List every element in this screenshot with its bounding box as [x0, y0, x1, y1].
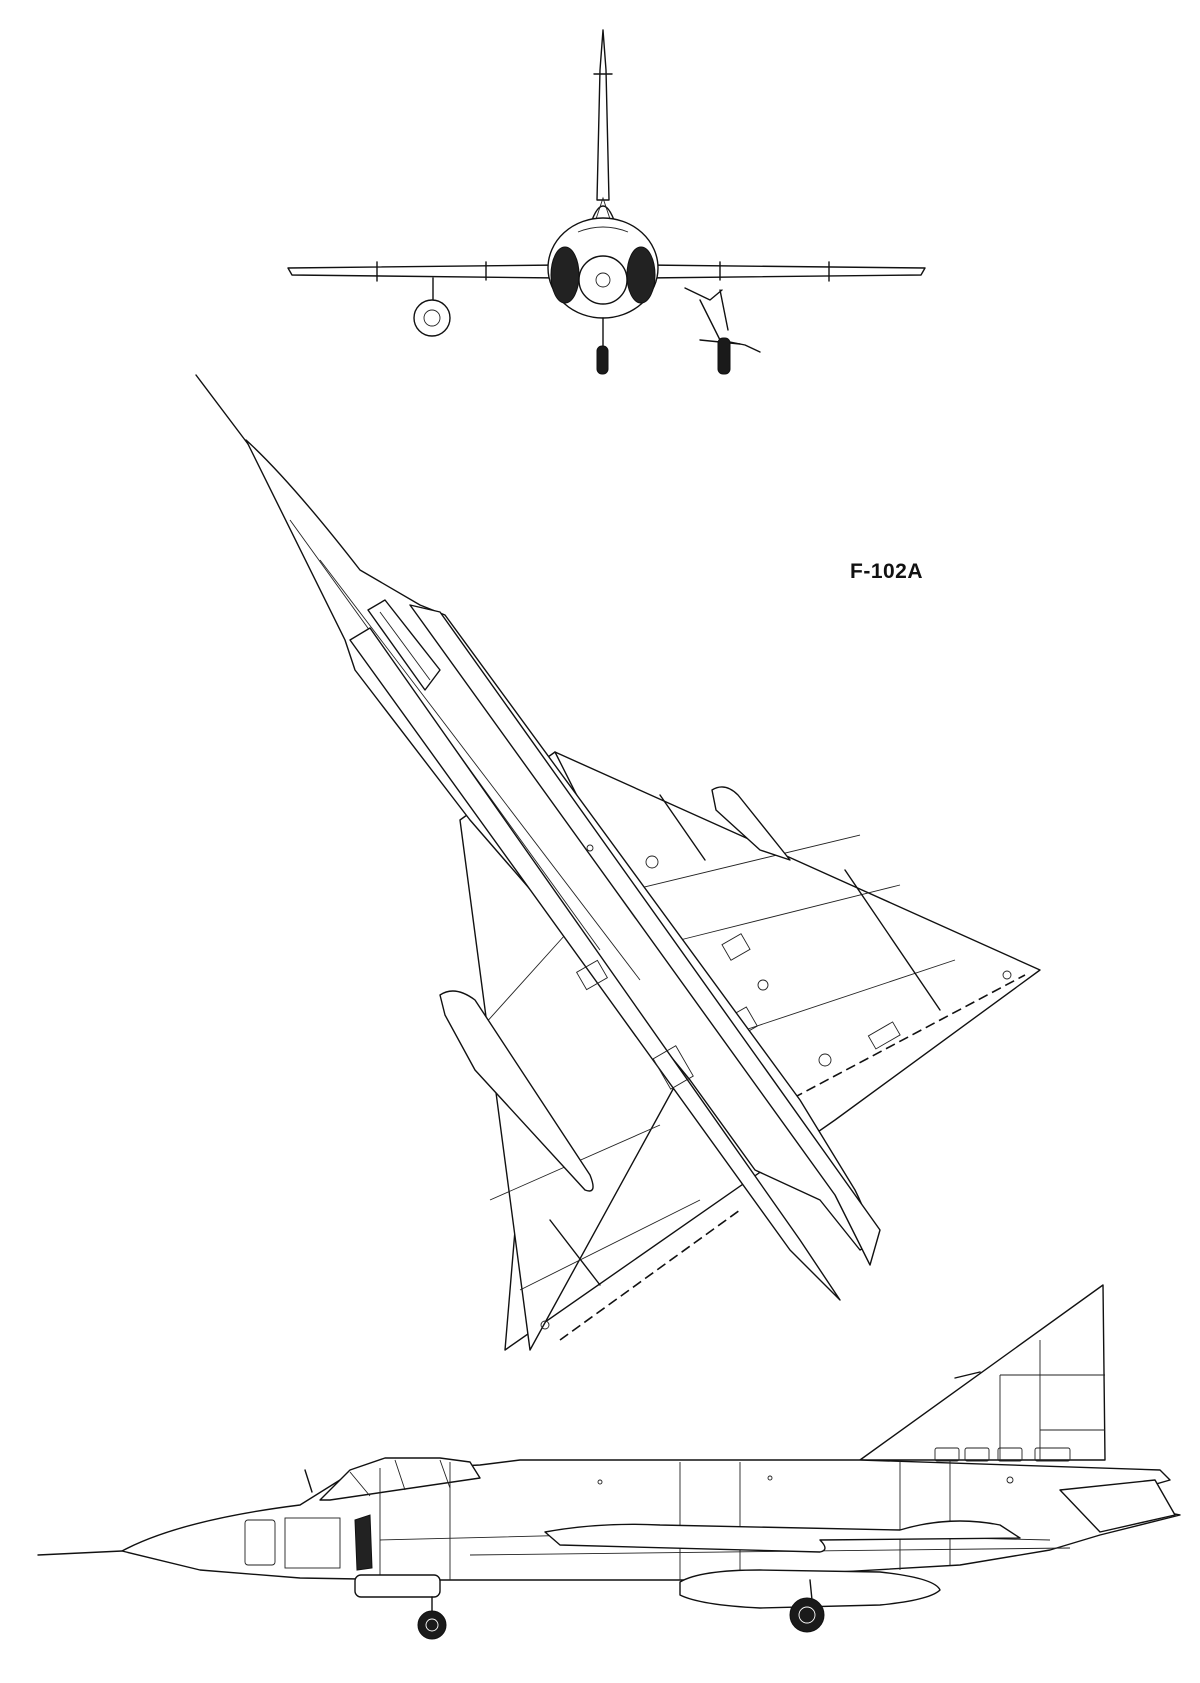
- front-fin: [596, 29, 610, 201]
- top-intake-right: [409, 604, 881, 1266]
- side-nose-wheel: [417, 1610, 447, 1640]
- side-canopy: [319, 1457, 481, 1501]
- side-fuselage: [121, 1459, 1181, 1581]
- aircraft-designation: F-102A: [850, 560, 924, 583]
- front-nose-radome: [578, 255, 628, 305]
- vertical-tail: [859, 1284, 1106, 1461]
- front-nose-wheel: [596, 345, 609, 375]
- tail-cone: [1059, 1479, 1176, 1533]
- side-main-wheel: [789, 1597, 825, 1633]
- front-left-wing: [287, 264, 561, 279]
- left-intake: [550, 246, 580, 304]
- front-drop-tank: [413, 299, 451, 337]
- side-intake: [354, 1514, 373, 1571]
- top-intake-left: [349, 627, 841, 1301]
- top-drop-tank-right: [711, 786, 791, 861]
- top-view: [195, 374, 1041, 1351]
- front-main-wheel: [717, 337, 731, 375]
- pitot-boom: [195, 374, 249, 445]
- side-pitot-boom: [37, 1550, 123, 1556]
- side-wing-strake: [544, 1520, 1021, 1553]
- side-bay-door: [354, 1574, 441, 1598]
- side-drop-tank: [679, 1569, 941, 1609]
- front-view: [287, 29, 926, 375]
- top-drop-tank-left: [439, 990, 594, 1192]
- side-view: [37, 1284, 1181, 1640]
- front-right-wing: [644, 264, 926, 279]
- right-intake: [626, 246, 656, 304]
